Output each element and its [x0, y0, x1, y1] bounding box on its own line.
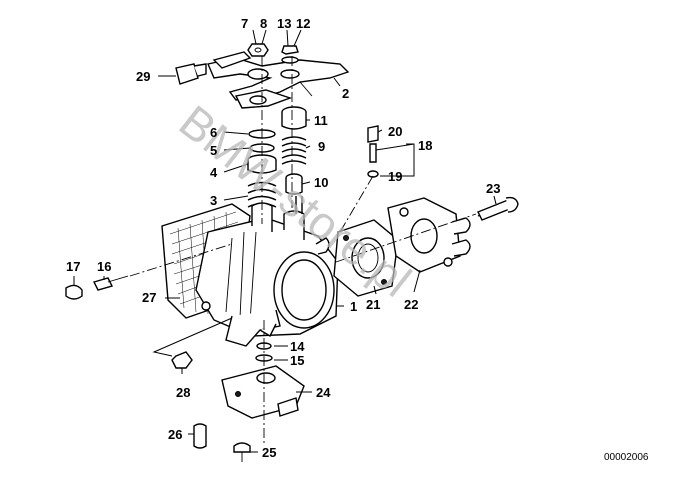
top-nuts-washers	[247, 43, 299, 64]
callout-3: 3	[210, 193, 217, 208]
callout-13: 13	[277, 16, 291, 31]
throttle-position-sensor	[221, 365, 305, 419]
callout-10: 10	[314, 175, 328, 190]
callout-1: 1	[350, 299, 357, 314]
bushing	[285, 173, 303, 195]
sleeve	[193, 423, 207, 449]
spring-cap	[281, 106, 307, 130]
callout-7: 7	[241, 16, 248, 31]
callout-6: 6	[210, 125, 217, 140]
callout-18: 18	[418, 138, 432, 153]
leader-lines	[73, 29, 497, 453]
adjust-screw	[367, 125, 379, 178]
callout-16: 16	[97, 259, 111, 274]
callout-28: 28	[176, 385, 190, 400]
callout-24: 24	[316, 385, 331, 400]
flange-bolt	[477, 196, 519, 221]
hex-nut	[171, 351, 193, 369]
callout-9: 9	[318, 139, 325, 154]
callout-22: 22	[404, 297, 418, 312]
callout-14: 14	[290, 339, 305, 354]
callout-29: 29	[136, 69, 150, 84]
callout-5: 5	[210, 143, 217, 158]
callout-15: 15	[290, 353, 304, 368]
return-spring	[281, 136, 307, 165]
sensor-screw	[233, 442, 251, 462]
callout-21: 21	[366, 297, 380, 312]
callout-4: 4	[210, 165, 218, 180]
callout-2: 2	[342, 86, 349, 101]
plug-connector	[175, 63, 207, 85]
coolant-flange	[387, 197, 471, 273]
dash-dot-assembly-lines	[129, 56, 477, 446]
callout-19: 19	[388, 169, 402, 184]
callout-labels: 1 2 3 4 5 6 7 8 9 10 11 12 13 14 15 16 1…	[66, 16, 500, 460]
callout-26: 26	[168, 427, 182, 442]
callout-17: 17	[66, 259, 80, 274]
callout-12: 12	[296, 16, 310, 31]
callout-27: 27	[142, 290, 156, 305]
cap-and-screw	[65, 275, 129, 300]
callout-8: 8	[260, 16, 267, 31]
document-number: 00002006	[604, 452, 649, 463]
callout-23: 23	[486, 181, 500, 196]
callout-11: 11	[314, 113, 328, 128]
callout-25: 25	[262, 445, 276, 460]
throttle-lever-linkage	[207, 51, 350, 109]
callout-20: 20	[388, 124, 402, 139]
throttle-body	[161, 196, 339, 347]
